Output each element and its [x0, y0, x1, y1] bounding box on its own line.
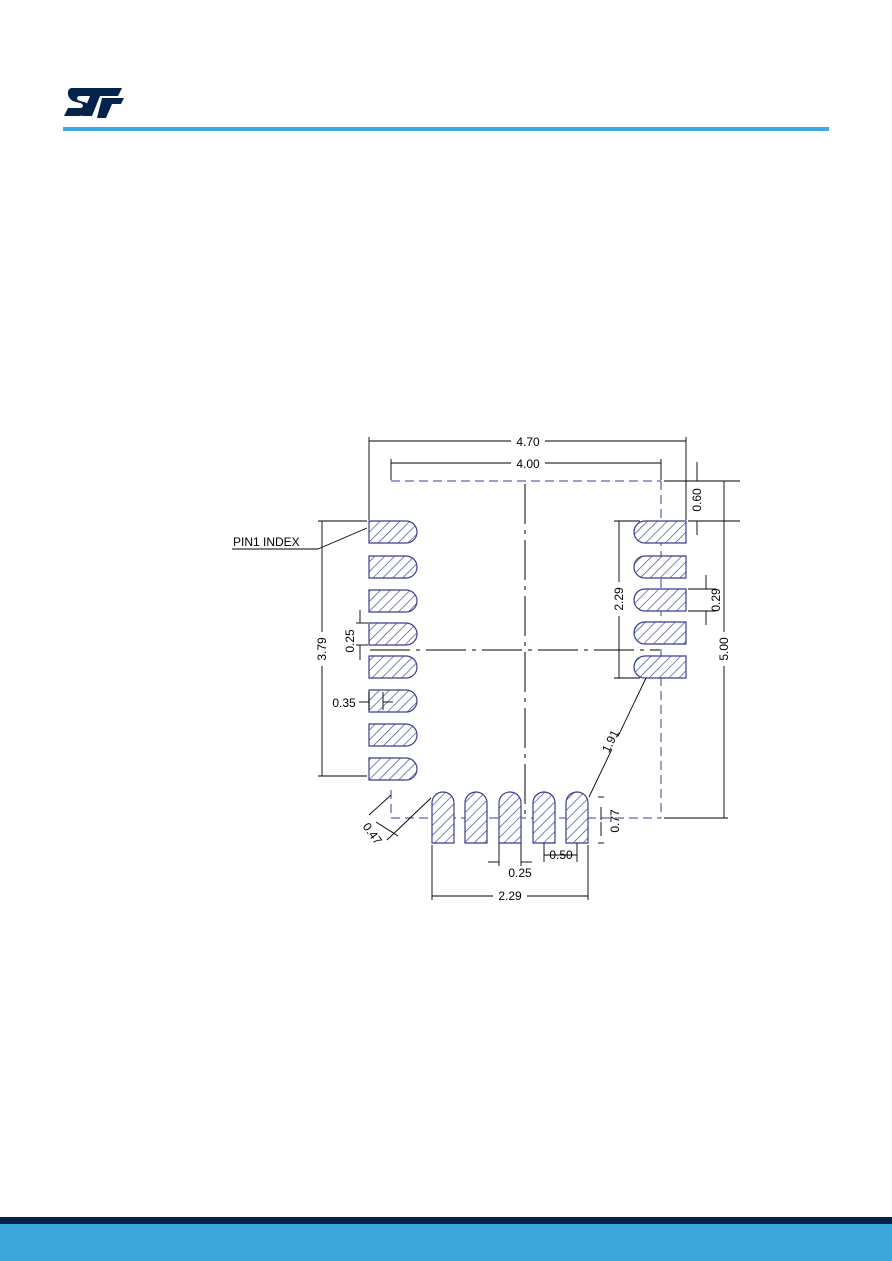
- dim-top-offset: 0.60: [690, 488, 704, 512]
- dim-pad-height-left: 0.25: [343, 629, 357, 653]
- bottom-pad: [431, 791, 455, 844]
- footer-top-strip: [0, 1217, 892, 1224]
- footer-band: [0, 1217, 892, 1261]
- dim-bottom-offset: 0.77: [608, 809, 622, 833]
- bottom-pad: [498, 791, 522, 844]
- dim-body-width: 4.00: [516, 457, 540, 471]
- st-logo: [64, 88, 124, 118]
- center-lines: [370, 484, 660, 816]
- header-rule: [63, 127, 829, 131]
- right-pad: [633, 621, 687, 645]
- dim-pad-length-left: 0.35: [332, 696, 356, 710]
- bottom-pad: [532, 791, 556, 844]
- dim-left-pin-span: 3.79: [315, 637, 329, 661]
- dim-bottom-pitch: 0.50: [549, 848, 573, 862]
- right-pad: [633, 655, 687, 679]
- right-pads: [633, 520, 687, 679]
- left-pads: [368, 520, 418, 781]
- left-pad: [368, 757, 418, 781]
- bottom-pad: [464, 791, 488, 844]
- right-pad: [633, 520, 687, 544]
- dim-corner: 0.47: [360, 820, 385, 847]
- dim-bottom-pad-width: 0.25: [508, 866, 532, 880]
- left-pad: [368, 520, 418, 544]
- left-pad: [368, 555, 418, 579]
- right-pad: [633, 555, 687, 579]
- right-pad: [633, 588, 687, 612]
- dim-right-pin-span: 2.29: [612, 587, 626, 611]
- left-pad: [368, 723, 418, 747]
- dim-overall-width: 4.70: [516, 435, 540, 449]
- dim-pad-pitch-right: 0.29: [709, 588, 723, 612]
- bottom-pads: [431, 791, 589, 844]
- pin1-label: PIN1 INDEX: [233, 535, 300, 549]
- bottom-pad: [565, 791, 589, 844]
- dim-overall-height: 5.00: [717, 637, 731, 661]
- left-pad: [368, 655, 418, 679]
- left-pad: [368, 589, 418, 613]
- left-pad: [368, 622, 418, 646]
- left-pad: [368, 689, 418, 713]
- dim-bottom-pin-span: 2.29: [498, 889, 522, 903]
